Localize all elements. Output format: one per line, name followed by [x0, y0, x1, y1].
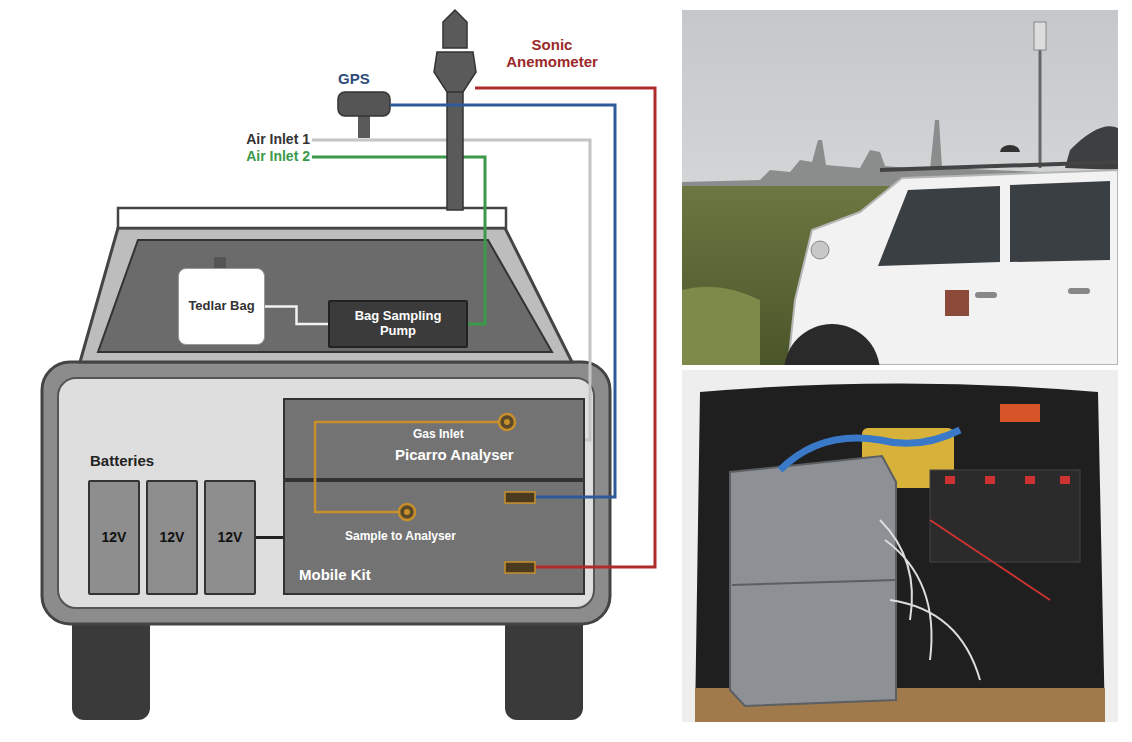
- anemometer-body: [434, 52, 476, 92]
- cable-drum: [1065, 126, 1118, 170]
- mast: [447, 88, 463, 210]
- car-window: [878, 186, 1000, 266]
- callout-label: Batteries: [90, 452, 210, 469]
- door-handle: [975, 292, 997, 298]
- gps-antenna: [1000, 145, 1020, 152]
- data-port: [505, 562, 535, 573]
- floor-board: [695, 688, 1105, 722]
- gas-inlet-port: [499, 414, 515, 430]
- door-logo: [945, 290, 969, 316]
- box-label: 12V: [160, 529, 185, 545]
- callout-label: Air Inlet 1: [208, 131, 310, 148]
- battery-bank: [930, 470, 1080, 562]
- gps-antenna: [338, 92, 390, 116]
- connector-line: [265, 307, 328, 325]
- callout-label: GPS: [338, 70, 394, 87]
- mobile-kit-box: Sample to AnalyserMobile Kit: [283, 480, 585, 595]
- door-handle: [1068, 288, 1090, 294]
- cable: [780, 430, 960, 470]
- case-seam: [732, 580, 896, 585]
- industrial-skyline: [682, 120, 1118, 190]
- windshield: [98, 240, 552, 352]
- vehicle-cab: [80, 228, 572, 362]
- gps-cable: [390, 105, 615, 497]
- wheel: [505, 606, 583, 720]
- analyser-box: Gas InletPicarro Analyser: [283, 398, 585, 480]
- internal-tube: [315, 422, 498, 512]
- air-inlet-tube: [312, 157, 485, 324]
- box-label: Tedlar Bag: [188, 299, 254, 314]
- anemometer-head: [443, 10, 467, 48]
- connector-line: [256, 536, 283, 539]
- anemometer-cable: [475, 88, 655, 567]
- callout-label: Sonic Anemometer: [488, 36, 616, 70]
- strap: [1000, 404, 1040, 422]
- battery-cell: 12V: [204, 480, 256, 595]
- sky: [682, 10, 1118, 365]
- air-inlet-tube: [312, 140, 590, 440]
- terminal: [1060, 476, 1070, 484]
- cargo-area: [58, 378, 594, 608]
- box-label: Picarro Analyser: [395, 446, 514, 463]
- battery-cell: 12V: [88, 480, 140, 595]
- wires: [880, 520, 980, 680]
- sample-port: [399, 504, 415, 520]
- port-centre: [404, 509, 410, 515]
- port-centre: [504, 419, 510, 425]
- vehicle-body: [42, 362, 610, 624]
- box-label: 12V: [218, 529, 243, 545]
- vehicle-roof: [118, 208, 506, 228]
- boot-photo: [682, 370, 1118, 722]
- box-label: Mobile Kit: [299, 566, 371, 583]
- terminal: [945, 476, 955, 484]
- terminal: [1025, 476, 1035, 484]
- field-photo: [682, 10, 1118, 365]
- callout-label: Air Inlet 2: [208, 148, 310, 165]
- box-label: Gas Inlet: [413, 428, 464, 442]
- gps-stem: [358, 114, 370, 138]
- analyser-case: [730, 456, 896, 706]
- boot-interior: [695, 384, 1105, 723]
- mirror: [811, 241, 829, 259]
- box-label: 12V: [102, 529, 127, 545]
- vehicle: [788, 170, 1118, 365]
- wire: [930, 520, 1050, 600]
- field: [682, 186, 1118, 365]
- pump-box: Bag Sampling Pump: [328, 300, 468, 348]
- box-label: Bag Sampling Pump: [336, 309, 460, 339]
- anemometer: [1034, 22, 1046, 50]
- car-frame: [682, 370, 1118, 722]
- roof-rack: [880, 162, 1118, 170]
- data-port: [505, 492, 535, 503]
- car-window: [1010, 181, 1110, 262]
- wheel: [784, 324, 880, 365]
- box-label: Sample to Analyser: [345, 530, 456, 544]
- wheel: [72, 606, 150, 720]
- sample-bag: Tedlar Bag: [178, 268, 265, 345]
- grass: [682, 287, 760, 365]
- yellow-bag: [862, 428, 954, 488]
- mast: [1039, 38, 1042, 168]
- battery-cell: 12V: [146, 480, 198, 595]
- terminal: [985, 476, 995, 484]
